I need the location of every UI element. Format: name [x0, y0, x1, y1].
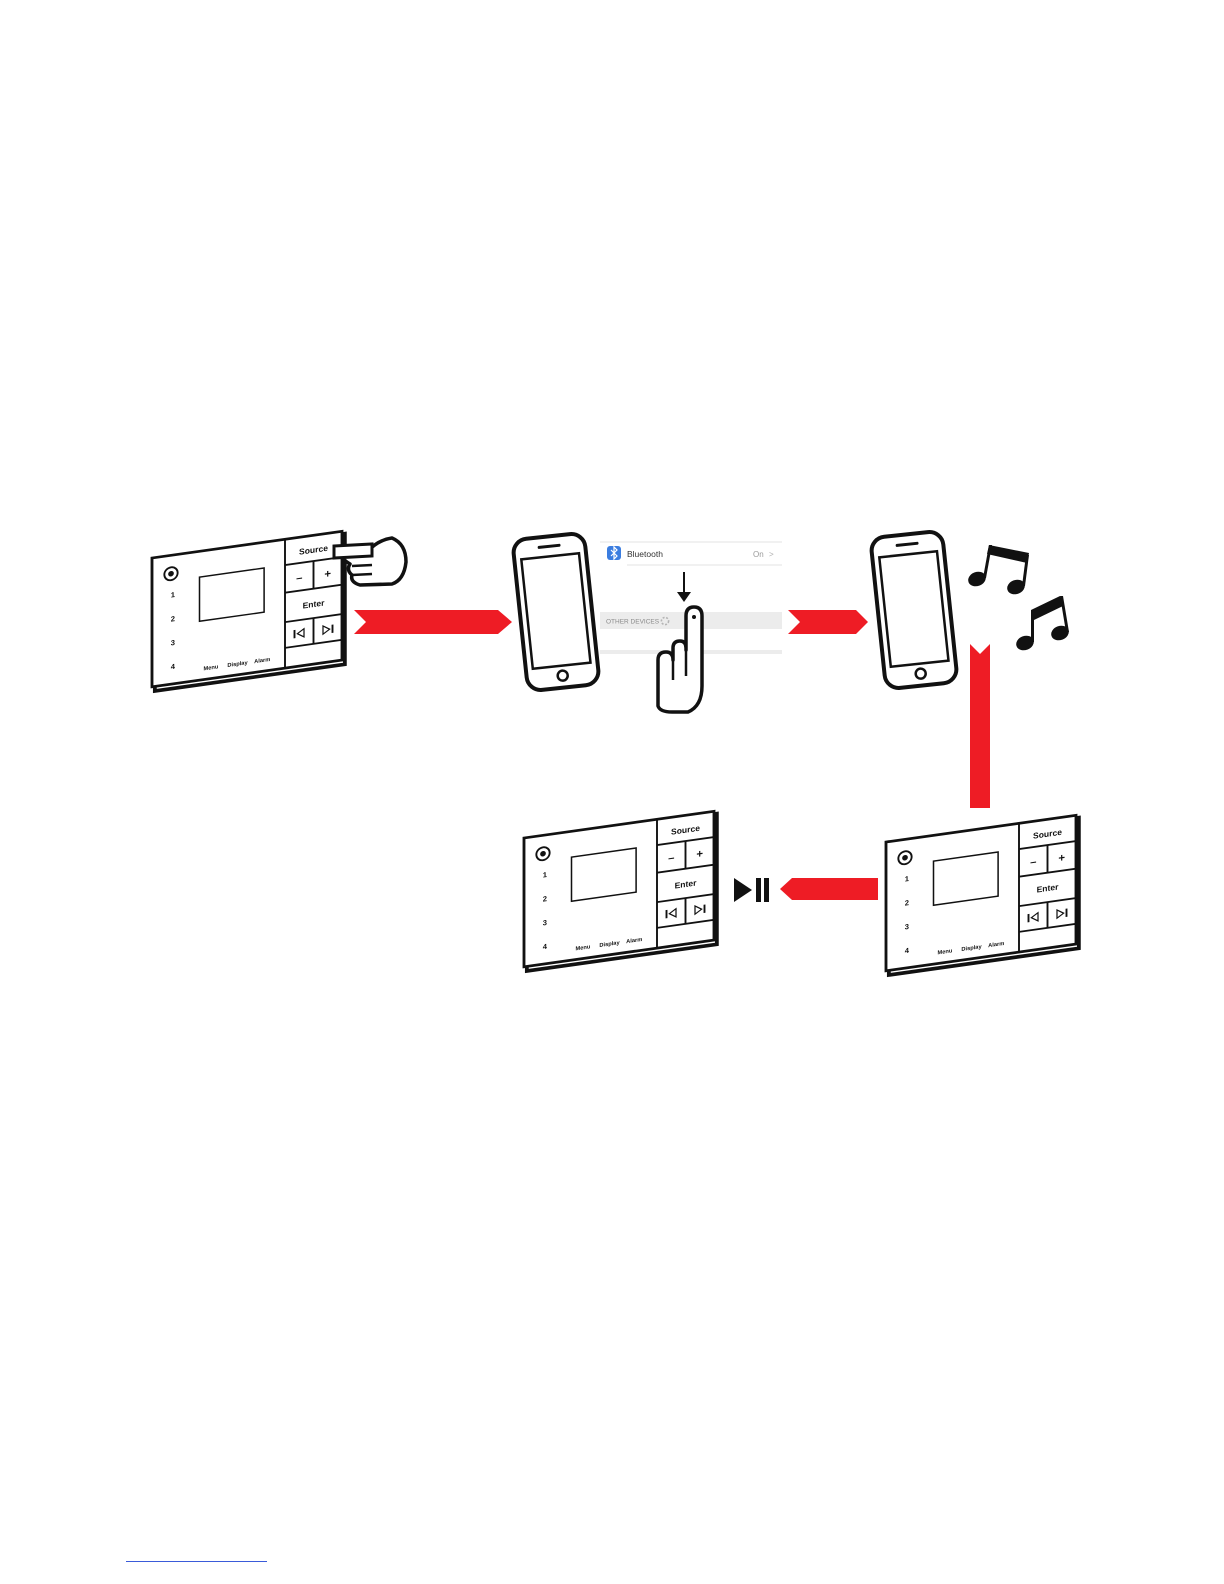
music-note-icon: [1014, 596, 1071, 653]
flow-arrow-4: [780, 878, 878, 900]
preset-button-3[interactable]: 3: [171, 638, 175, 647]
arrow-down-icon: [677, 572, 691, 602]
preset-button-2[interactable]: 2: [905, 898, 909, 907]
plus-button[interactable]: +: [324, 568, 331, 581]
preset-button-3[interactable]: 3: [543, 918, 547, 927]
flow-arrow-3: [970, 644, 990, 808]
other-devices-header: OTHER DEVICES: [606, 619, 660, 626]
play-pause-icon: [734, 878, 769, 902]
flow-arrow-1: [354, 610, 512, 634]
plus-button[interactable]: +: [696, 848, 703, 861]
bluetooth-title: Bluetooth: [627, 549, 663, 559]
bluetooth-status: On: [753, 550, 764, 559]
minus-button[interactable]: –: [296, 572, 302, 585]
music-note-icon: [966, 545, 1029, 597]
preset-button-2[interactable]: 2: [543, 894, 547, 903]
plus-button[interactable]: +: [1058, 852, 1065, 865]
chevron-right-icon: >: [769, 550, 774, 559]
smartphone-1: [512, 533, 599, 692]
preset-button-1[interactable]: 1: [171, 590, 175, 599]
preset-button-3[interactable]: 3: [905, 922, 909, 931]
preset-button-1[interactable]: 1: [905, 874, 909, 883]
flow-arrow-2: [788, 610, 868, 634]
preset-button-2[interactable]: 2: [171, 614, 175, 623]
minus-button[interactable]: –: [668, 852, 674, 865]
footer-rule: [126, 1561, 267, 1562]
preset-button-1[interactable]: 1: [543, 870, 547, 879]
minus-button[interactable]: –: [1030, 856, 1036, 869]
smartphone-2: [870, 531, 957, 690]
